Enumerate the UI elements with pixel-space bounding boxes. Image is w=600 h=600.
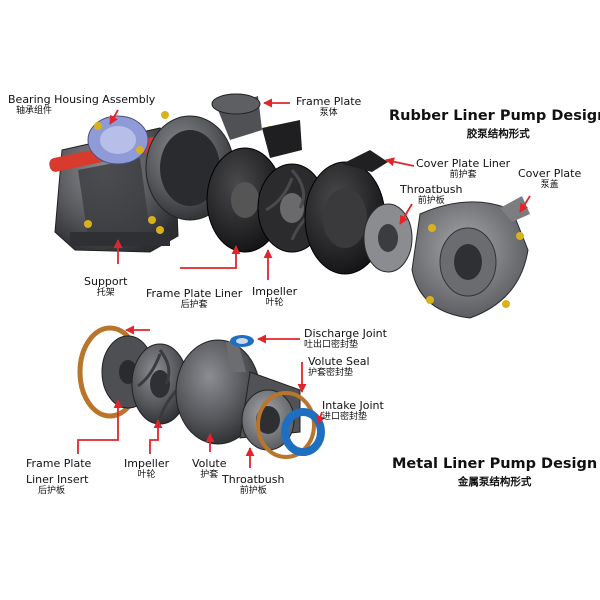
metal-design-title-zh: 金属泵结构形式 bbox=[457, 476, 532, 488]
label-frame-plate-liner: Frame Plate Liner 后护套 bbox=[146, 287, 243, 311]
label-impeller-metal: Impeller 叶轮 bbox=[124, 457, 170, 481]
cover-plate-part bbox=[411, 196, 530, 319]
volute-seal-part bbox=[256, 391, 316, 459]
label-volute-seal: Volute Seal 护套密封垫 bbox=[308, 355, 370, 379]
label-volute-en: Volute bbox=[192, 457, 227, 470]
label-impeller-rubber: Impeller 叶轮 bbox=[252, 285, 298, 309]
label-frame-plate-en: Frame Plate bbox=[296, 95, 362, 108]
label-volute-seal-en: Volute Seal bbox=[308, 355, 370, 368]
label-frame-plate: Frame Plate 泵体 bbox=[296, 95, 362, 119]
label-bearing-housing-zh: 轴承组件 bbox=[16, 106, 53, 117]
label-discharge-joint: Discharge Joint 吐出口密封垫 bbox=[304, 327, 387, 351]
label-volute: Volute 护套 bbox=[192, 457, 227, 481]
label-support: Support 托架 bbox=[84, 275, 128, 299]
label-volute-zh: 护套 bbox=[200, 470, 219, 481]
label-impeller-rubber-en: Impeller bbox=[252, 285, 298, 298]
label-frame-plate-liner-insert-zh: 后护板 bbox=[38, 486, 66, 497]
metal-design-title: Metal Liner Pump Design 金属泵结构形式 bbox=[392, 456, 597, 489]
label-cover-plate-en: Cover Plate bbox=[518, 167, 582, 180]
label-impeller-metal-zh: 叶轮 bbox=[137, 470, 156, 481]
rubber-design-title-en: Rubber Liner Pump Design bbox=[389, 108, 600, 124]
label-support-en: Support bbox=[84, 275, 128, 288]
label-intake-joint-en: Intake Joint bbox=[322, 399, 384, 412]
label-intake-joint: Intake Joint 进口密封垫 bbox=[322, 399, 384, 423]
rubber-design-title: Rubber Liner Pump Design 胶泵结构形式 bbox=[389, 108, 600, 141]
label-cover-plate-zh: 泵盖 bbox=[540, 180, 559, 191]
label-throatbush-metal-en: Throatbush bbox=[222, 473, 285, 486]
label-discharge-joint-en: Discharge Joint bbox=[304, 327, 387, 340]
label-frame-plate-zh: 泵体 bbox=[319, 108, 338, 119]
label-volute-seal-zh: 护套密封垫 bbox=[308, 368, 354, 379]
label-throatbush-rubber: Throatbush 前护板 bbox=[400, 183, 463, 207]
label-impeller-metal-en: Impeller bbox=[124, 457, 170, 470]
label-frame-plate-liner-zh: 后护套 bbox=[180, 300, 208, 311]
rubber-design-title-zh: 胶泵结构形式 bbox=[466, 128, 530, 140]
label-frame-plate-liner-insert-en1: Frame Plate bbox=[26, 457, 92, 470]
label-frame-plate-liner-insert-en2: Liner Insert bbox=[26, 473, 89, 487]
label-support-zh: 托架 bbox=[96, 288, 115, 299]
label-throatbush-metal-zh: 前护板 bbox=[239, 486, 267, 497]
label-bearing-housing: Bearing Housing Assembly 轴承组件 bbox=[8, 93, 156, 117]
label-cover-plate-liner-zh: 前护套 bbox=[449, 170, 477, 181]
frame-plate-liner-part bbox=[206, 120, 302, 253]
impeller-metal-part bbox=[131, 343, 189, 425]
label-throatbush-rubber-zh: 前护板 bbox=[417, 196, 445, 207]
label-frame-plate-liner-en: Frame Plate Liner bbox=[146, 287, 243, 300]
label-cover-plate-liner-en: Cover Plate Liner bbox=[416, 157, 511, 170]
label-throatbush-metal: Throatbush 前护板 bbox=[222, 473, 285, 497]
label-frame-plate-liner-insert: Frame Plate Liner Insert 后护板 bbox=[26, 457, 92, 497]
label-throatbush-rubber-en: Throatbush bbox=[400, 183, 463, 196]
frame-plate-part bbox=[145, 93, 274, 234]
label-impeller-rubber-zh: 叶轮 bbox=[265, 298, 284, 309]
intake-joint-part bbox=[281, 408, 325, 456]
throatbush-rubber-part bbox=[363, 203, 413, 273]
label-cover-plate: Cover Plate 泵盖 bbox=[518, 167, 582, 191]
label-intake-joint-zh: 进口密封垫 bbox=[322, 412, 368, 423]
metal-design-title-en: Metal Liner Pump Design bbox=[392, 456, 598, 472]
callout-arrows bbox=[77, 98, 531, 468]
label-bearing-housing-en: Bearing Housing Assembly bbox=[8, 93, 156, 106]
label-discharge-joint-zh: 吐出口密封垫 bbox=[304, 340, 359, 351]
label-cover-plate-liner: Cover Plate Liner 前护套 bbox=[416, 157, 511, 181]
